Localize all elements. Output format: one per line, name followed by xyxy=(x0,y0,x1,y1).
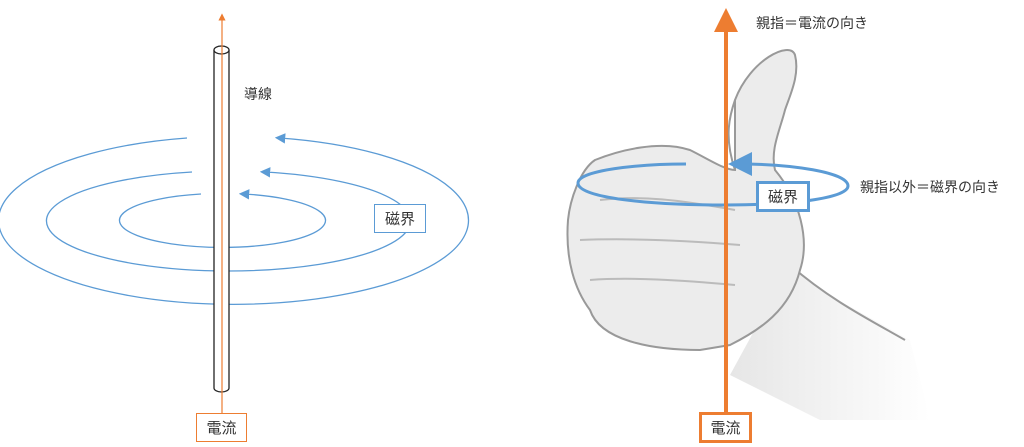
hand-illustration xyxy=(566,49,930,420)
current-label-right: 電流 xyxy=(699,412,752,443)
fingers-caption: 親指以外＝磁界の向き xyxy=(860,180,1000,196)
thumb-caption: 親指＝電流の向き xyxy=(756,16,868,32)
magnetic-field-label-left: 磁界 xyxy=(374,204,426,233)
wire-label: 導線 xyxy=(244,87,272,103)
field-line-outer xyxy=(0,133,470,305)
magnetic-field-label-right: 磁界 xyxy=(756,181,810,212)
current-label-left: 電流 xyxy=(196,413,247,442)
